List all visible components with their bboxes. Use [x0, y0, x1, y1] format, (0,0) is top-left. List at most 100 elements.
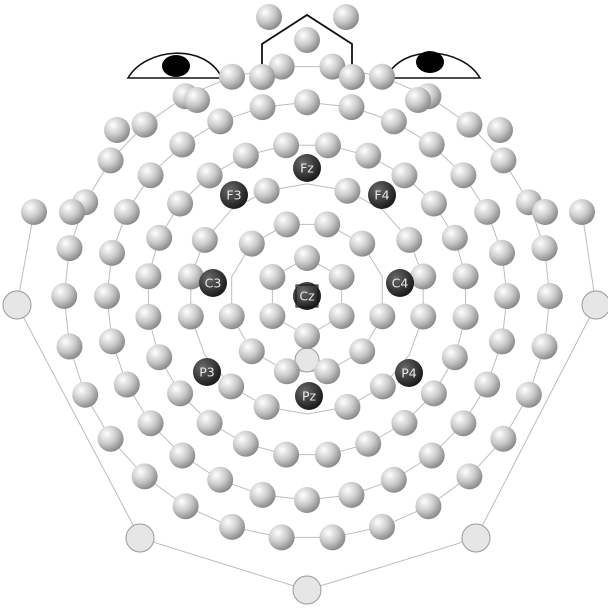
- sensor: [421, 191, 447, 217]
- sensor: [381, 467, 407, 493]
- sensor: [419, 443, 445, 469]
- sensor: [207, 467, 233, 493]
- sensor: [233, 143, 259, 169]
- sensor: [415, 493, 441, 519]
- sensor: [184, 87, 210, 113]
- sensor: [146, 225, 172, 251]
- electrode-label: C4: [392, 276, 409, 291]
- sensor: [294, 89, 320, 115]
- sensor: [57, 334, 83, 360]
- sensor: [239, 338, 265, 364]
- sensor: [274, 211, 300, 237]
- sensor: [294, 323, 320, 349]
- sensor: [494, 283, 520, 309]
- sensor: [219, 514, 245, 540]
- electrode-label: F3: [226, 188, 241, 203]
- electrode-p4: P4: [395, 359, 423, 387]
- sensor: [273, 132, 299, 158]
- sensor: [334, 394, 360, 420]
- sensor: [269, 524, 295, 550]
- sensor: [349, 231, 375, 257]
- sensor: [442, 344, 468, 370]
- sensor: [396, 227, 422, 253]
- sensor: [135, 263, 161, 289]
- left-eye-icon: [128, 53, 222, 78]
- sensor: [167, 380, 193, 406]
- sensor: [334, 178, 360, 204]
- sensor: [169, 132, 195, 158]
- sensor: [450, 410, 476, 436]
- sensor: [314, 211, 340, 237]
- sensor: [410, 264, 436, 290]
- sensor: [169, 443, 195, 469]
- sensor: [537, 283, 563, 309]
- electrode-label: F4: [374, 188, 389, 203]
- sensor: [259, 264, 285, 290]
- electrode-f3: F3: [220, 181, 248, 209]
- sensor: [405, 87, 431, 113]
- sensor: [453, 263, 479, 289]
- sensor: [369, 514, 395, 540]
- sensor: [138, 162, 164, 188]
- electrode-label: Fz: [300, 161, 314, 176]
- perimeter-sensor: [582, 291, 608, 319]
- sensor: [259, 303, 285, 329]
- sensor: [146, 344, 172, 370]
- electrode-f4: F4: [368, 181, 396, 209]
- perimeter-sensor: [293, 576, 321, 604]
- sensor: [197, 162, 223, 188]
- sensor: [532, 334, 558, 360]
- sensor: [489, 328, 515, 354]
- sensor: [315, 442, 341, 468]
- sensor: [99, 328, 125, 354]
- sensor: [355, 431, 381, 457]
- sensor: [532, 199, 558, 225]
- electrode-pz: Pz: [295, 382, 323, 410]
- sensor: [516, 382, 542, 408]
- perimeter-sensor: [3, 291, 31, 319]
- sensor: [59, 199, 85, 225]
- sensor: [219, 64, 245, 90]
- sensor: [233, 431, 259, 457]
- electrode-cz: Cz: [293, 282, 321, 310]
- sensor: [114, 199, 140, 225]
- sensor: [369, 303, 395, 329]
- sensor: [219, 303, 245, 329]
- sensor: [256, 4, 282, 30]
- sensor: [456, 112, 482, 138]
- sensor: [294, 245, 320, 271]
- sensor: [250, 94, 276, 120]
- sensor: [98, 426, 124, 452]
- right-eye-icon: [386, 51, 480, 78]
- sensor: [173, 493, 199, 519]
- electrode-label: C3: [205, 276, 222, 291]
- sensor: [138, 410, 164, 436]
- sensor: [294, 487, 320, 513]
- sensor: [218, 373, 244, 399]
- sensor: [442, 225, 468, 251]
- sensor: [249, 64, 275, 90]
- sensor: [329, 303, 355, 329]
- sensor: [349, 338, 375, 364]
- sensor: [51, 283, 77, 309]
- sensor: [132, 463, 158, 489]
- sensor: [294, 27, 320, 53]
- electrode-label: P4: [401, 366, 417, 381]
- sensor: [273, 442, 299, 468]
- sensor: [456, 463, 482, 489]
- sensor: [381, 108, 407, 134]
- sensor: [114, 372, 140, 398]
- sensor: [178, 304, 204, 330]
- perimeter-sensor: [462, 524, 490, 552]
- sensor: [72, 382, 98, 408]
- electrode-p3: P3: [193, 358, 221, 386]
- sensor: [339, 482, 365, 508]
- electrode-c4: C4: [386, 269, 414, 297]
- sensor: [319, 524, 345, 550]
- sensor: [192, 227, 218, 253]
- sensor: [450, 162, 476, 188]
- sensor: [487, 117, 513, 143]
- sensor: [197, 410, 223, 436]
- sensor: [167, 191, 193, 217]
